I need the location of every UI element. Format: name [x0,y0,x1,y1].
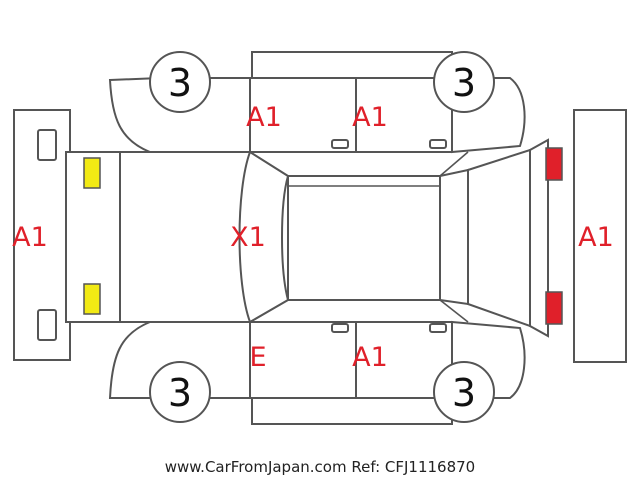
code-front-bumper: A1 [12,222,48,253]
front-light-marker-top [83,157,101,189]
reference-footer: www.CarFromJapan.com Ref: CFJ1116870 [165,458,475,476]
code-roof-windshield: X1 [230,222,266,253]
wheel-front-right: 3 [149,361,211,423]
svg-text:3: 3 [168,61,192,105]
rear-light-marker-bottom [545,291,563,325]
car-body-top-view [65,138,549,338]
code-rear-bumper: A1 [578,222,614,253]
wheel-rear-left: 3 [433,51,495,113]
svg-text:3: 3 [452,371,476,415]
left-side-profile [108,51,526,154]
code-right-rear-door: A1 [352,342,388,373]
code-right-front-door: E [249,342,266,373]
svg-text:3: 3 [452,61,476,105]
rear-bumper [573,109,627,363]
code-left-rear-door: A1 [352,102,388,133]
wheel-rear-right: 3 [433,361,495,423]
svg-text:3: 3 [168,371,192,415]
code-left-front-door: A1 [246,102,282,133]
front-bumper [13,109,71,361]
wheel-front-left: 3 [149,51,211,113]
front-light-marker-bottom [83,283,101,315]
rear-light-marker-top [545,147,563,181]
